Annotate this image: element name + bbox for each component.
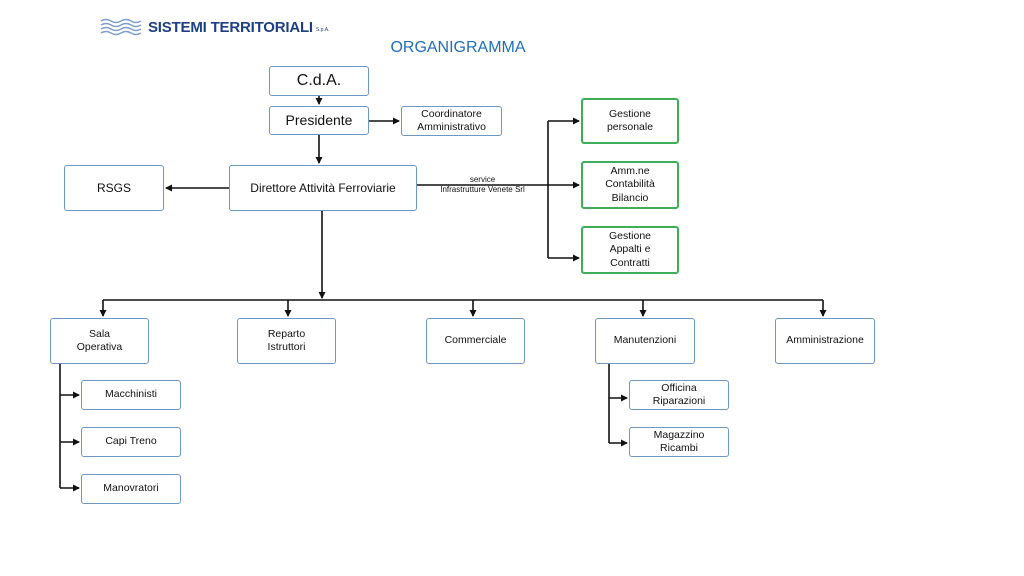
node-direttore-attivita-ferroviarie: Direttore Attività Ferroviarie xyxy=(229,165,417,211)
node-amministrazione-contabilita-bilancio: Amm.ne Contabilità Bilancio xyxy=(581,161,679,209)
node-reparto-istruttori: Reparto Istruttori xyxy=(237,318,336,364)
node-magazzino-ricambi: Magazzino Ricambi xyxy=(629,427,729,457)
node-gestione-appalti-contratti: Gestione Appalti e Contratti xyxy=(581,226,679,274)
node-cda: C.d.A. xyxy=(269,66,369,96)
node-officina-riparazioni: Officina Riparazioni xyxy=(629,380,729,410)
node-coordinatore-amministrativo: Coordinatore Amministrativo xyxy=(401,106,502,136)
node-manutenzioni: Manutenzioni xyxy=(595,318,695,364)
node-amministrazione: Amministrazione xyxy=(775,318,875,364)
page-title: ORGANIGRAMMA xyxy=(390,39,526,56)
waves-icon xyxy=(100,18,142,36)
node-gestione-personale: Gestione personale xyxy=(581,98,679,144)
node-sala-operativa: Sala Operativa xyxy=(50,318,149,364)
logo-suffix: S.p.A. xyxy=(315,27,330,33)
node-macchinisti: Macchinisti xyxy=(81,380,181,410)
service-label: service Infrastrutture Venete Srl xyxy=(420,175,545,195)
node-presidente: Presidente xyxy=(269,106,369,135)
node-rsgs: RSGS xyxy=(64,165,164,211)
node-commerciale: Commerciale xyxy=(426,318,525,364)
logo-text: SISTEMI TERRITORIALI xyxy=(148,18,313,36)
node-capi-treno: Capi Treno xyxy=(81,427,181,457)
company-logo: SISTEMI TERRITORIALI S.p.A. xyxy=(100,16,330,38)
service-label-line1: service xyxy=(469,175,496,184)
node-manovratori: Manovratori xyxy=(81,474,181,504)
service-label-line2: Infrastrutture Venete Srl xyxy=(440,185,525,194)
